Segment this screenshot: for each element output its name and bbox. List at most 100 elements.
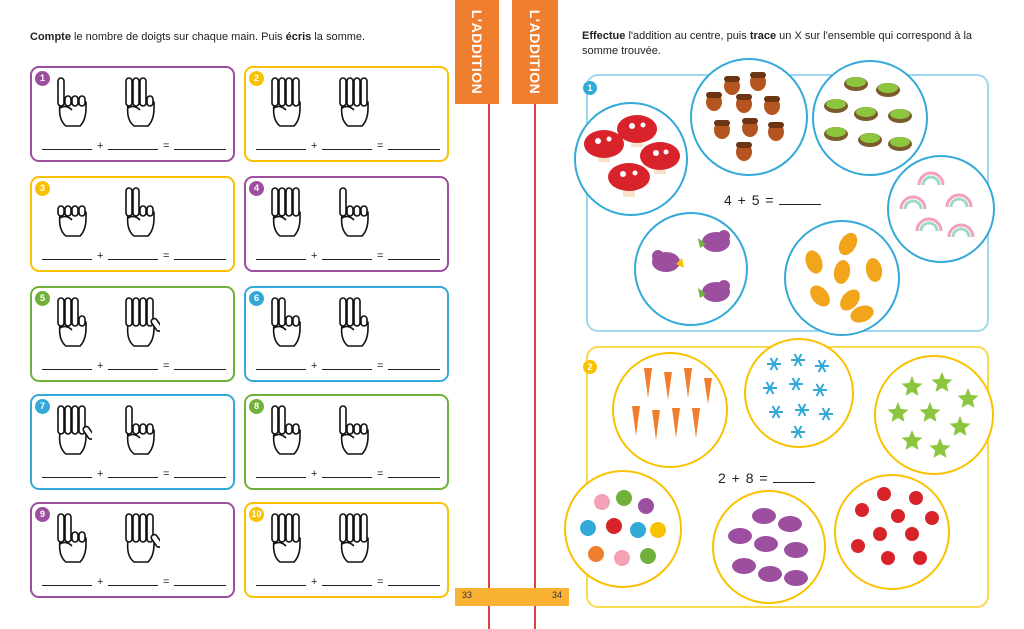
answer-blank-1[interactable] bbox=[256, 369, 306, 370]
plus-sign: + bbox=[311, 576, 318, 588]
hand-right-icon bbox=[334, 510, 374, 566]
answer-blank-3[interactable] bbox=[388, 477, 440, 478]
sum-equation: += bbox=[40, 574, 226, 588]
hand-right-icon bbox=[334, 184, 374, 240]
exercise-card-3: 3+= bbox=[30, 176, 235, 272]
set-buttons[interactable] bbox=[564, 470, 682, 588]
answer-blank-1[interactable] bbox=[256, 477, 306, 478]
equals-sign: = bbox=[163, 468, 170, 480]
answer-blank-3[interactable] bbox=[174, 369, 226, 370]
equals-sign: = bbox=[163, 250, 170, 262]
card-number-badge: 4 bbox=[249, 181, 264, 196]
answer-blank-3[interactable] bbox=[174, 585, 226, 586]
answer-blank-2[interactable] bbox=[108, 585, 158, 586]
plus-sign: + bbox=[97, 360, 104, 372]
exercise-1-answer-blank[interactable] bbox=[778, 204, 821, 205]
left-page-number: 33 bbox=[462, 590, 473, 600]
set-kiwis[interactable] bbox=[812, 60, 928, 176]
answer-blank-3[interactable] bbox=[174, 477, 226, 478]
set-snowflakes[interactable] bbox=[744, 338, 854, 448]
answer-blank-2[interactable] bbox=[108, 369, 158, 370]
plus-sign: + bbox=[311, 360, 318, 372]
equals-sign: = bbox=[163, 360, 170, 372]
set-apples[interactable] bbox=[834, 474, 950, 590]
hand-right-icon bbox=[120, 510, 163, 566]
answer-blank-3[interactable] bbox=[174, 259, 226, 260]
star-icon bbox=[887, 372, 979, 458]
answer-blank-3[interactable] bbox=[388, 149, 440, 150]
sum-equation: += bbox=[40, 138, 226, 152]
hand-left-icon bbox=[266, 74, 306, 130]
answer-blank-1[interactable] bbox=[256, 259, 306, 260]
set-stars[interactable] bbox=[874, 355, 994, 475]
hand-right-icon bbox=[120, 294, 163, 350]
right-tab-label: L'ADDITION bbox=[527, 9, 543, 95]
answer-blank-2[interactable] bbox=[322, 477, 372, 478]
answer-blank-1[interactable] bbox=[42, 259, 92, 260]
hand-right-icon bbox=[334, 74, 374, 130]
kiwi-icon bbox=[824, 77, 912, 151]
left-page: Compte le nombre de doigts sur chaque ma… bbox=[30, 0, 512, 629]
exercise-card-7: 7+= bbox=[30, 394, 235, 490]
card-number-badge: 6 bbox=[249, 291, 264, 306]
left-margin-line bbox=[488, 104, 490, 629]
answer-blank-2[interactable] bbox=[322, 585, 372, 586]
answer-blank-2[interactable] bbox=[108, 149, 158, 150]
sum-equation: += bbox=[254, 466, 440, 480]
answer-blank-1[interactable] bbox=[42, 585, 92, 586]
answer-blank-2[interactable] bbox=[108, 259, 158, 260]
exercise-card-5: 5+= bbox=[30, 286, 235, 382]
exercise-2-answer-blank[interactable] bbox=[772, 482, 815, 483]
set-acorns[interactable] bbox=[690, 58, 808, 176]
answer-blank-1[interactable] bbox=[256, 585, 306, 586]
button-icon bbox=[580, 490, 666, 566]
hand-left-icon bbox=[52, 402, 95, 458]
answer-blank-2[interactable] bbox=[322, 369, 372, 370]
right-chapter-tab: L'ADDITION bbox=[512, 0, 558, 104]
hand-left-icon bbox=[52, 184, 92, 240]
acorn-icon bbox=[706, 72, 784, 161]
exercise-card-4: 4+= bbox=[244, 176, 449, 272]
plus-sign: + bbox=[97, 250, 104, 262]
sum-equation: += bbox=[254, 574, 440, 588]
equals-sign: = bbox=[377, 140, 384, 152]
set-leaves[interactable] bbox=[784, 220, 900, 336]
hand-left-icon bbox=[266, 510, 306, 566]
answer-blank-1[interactable] bbox=[256, 149, 306, 150]
right-page: L'ADDITION 34 Effectue l'addition au cen… bbox=[512, 0, 1024, 629]
answer-blank-3[interactable] bbox=[388, 369, 440, 370]
set-mushrooms[interactable] bbox=[574, 102, 688, 216]
exercise-1-badge: 1 bbox=[583, 81, 597, 95]
equals-sign: = bbox=[163, 140, 170, 152]
answer-blank-3[interactable] bbox=[388, 585, 440, 586]
exercise-card-9: 9+= bbox=[30, 502, 235, 598]
answer-blank-1[interactable] bbox=[42, 149, 92, 150]
answer-blank-1[interactable] bbox=[42, 369, 92, 370]
left-tab-label: L'ADDITION bbox=[469, 9, 485, 95]
set-rainbows[interactable] bbox=[887, 155, 995, 263]
fish-icon bbox=[728, 508, 808, 586]
answer-blank-2[interactable] bbox=[322, 259, 372, 260]
exercise-card-1: 1 += bbox=[30, 66, 235, 162]
answer-blank-2[interactable] bbox=[322, 149, 372, 150]
right-margin-line bbox=[534, 104, 536, 629]
set-fish[interactable] bbox=[712, 490, 826, 604]
equals-sign: = bbox=[377, 360, 384, 372]
sum-equation: += bbox=[254, 358, 440, 372]
hand-right-icon bbox=[120, 402, 160, 458]
hand-right-icon bbox=[120, 74, 160, 130]
exercise-card-6: 6+= bbox=[244, 286, 449, 382]
set-birds[interactable] bbox=[634, 212, 748, 326]
card-number-badge: 1 bbox=[35, 71, 50, 86]
plus-sign: + bbox=[97, 576, 104, 588]
exercise-2-badge: 2 bbox=[583, 360, 597, 374]
answer-blank-2[interactable] bbox=[108, 477, 158, 478]
answer-blank-3[interactable] bbox=[388, 259, 440, 260]
answer-blank-1[interactable] bbox=[42, 477, 92, 478]
exercise-card-2: 2+= bbox=[244, 66, 449, 162]
plus-sign: + bbox=[97, 468, 104, 480]
set-carrots[interactable] bbox=[612, 352, 728, 468]
exercise-2-sum: 2 + 8 = bbox=[718, 470, 815, 486]
leaf-icon bbox=[805, 232, 883, 323]
answer-blank-3[interactable] bbox=[174, 149, 226, 150]
